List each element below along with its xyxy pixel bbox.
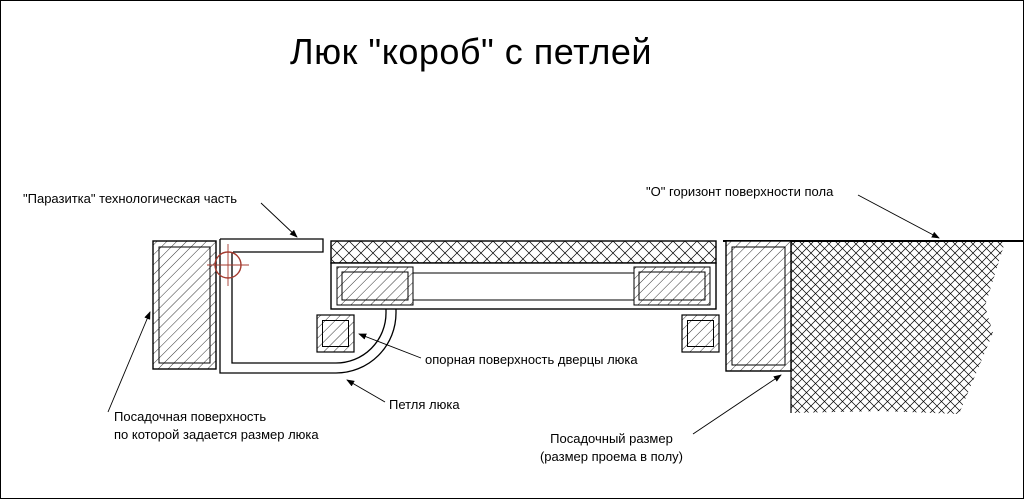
leader-seating-surface bbox=[107, 311, 151, 413]
left-frame-section bbox=[152, 240, 217, 370]
floor-slab-section bbox=[790, 241, 1005, 414]
hinge-pivot-marker bbox=[207, 244, 249, 286]
label-seating-surface-line1: Посадочная поверхность bbox=[114, 409, 267, 424]
left-support-pad bbox=[316, 314, 355, 353]
right-frame-section bbox=[725, 240, 792, 372]
drawing-title: Люк "короб" с петлей bbox=[290, 31, 652, 72]
leader-lines bbox=[107, 194, 940, 435]
label-seating-size-line1: Посадочный размер bbox=[550, 431, 673, 446]
leader-parasite-part bbox=[260, 202, 298, 238]
label-door-support-surface: опорная поверхность дверцы люка bbox=[425, 352, 638, 367]
right-support-pad bbox=[681, 314, 720, 353]
label-seating-size-line2: (размер проема в полу) bbox=[539, 449, 684, 464]
parasite-plate bbox=[220, 238, 324, 253]
parasite-part-and-hinge-strap bbox=[219, 238, 397, 374]
hinge-strap-inner bbox=[231, 252, 387, 364]
label-seating-size: Посадочный размер (размер проема в полу) bbox=[519, 430, 704, 466]
leader-door-support-surface bbox=[358, 333, 422, 359]
label-parasite-part: "Паразитка" технологическая часть bbox=[23, 191, 238, 206]
leader-floor-horizon bbox=[857, 194, 940, 239]
lid-right-stiffener bbox=[633, 266, 711, 306]
label-hinge: Петля люка bbox=[389, 397, 460, 412]
label-floor-horizon: "О" горизонт поверхности пола bbox=[646, 184, 834, 199]
leader-hinge bbox=[346, 379, 386, 403]
label-seating-surface: Посадочная поверхность по которой задает… bbox=[114, 408, 319, 444]
lid-top-tile-panel bbox=[330, 240, 717, 264]
hatch-lid bbox=[330, 240, 717, 310]
leader-seating-size bbox=[692, 374, 782, 435]
label-seating-surface-line2: по которой задается размер люка bbox=[114, 427, 319, 442]
hinge-strap-outer bbox=[219, 239, 397, 374]
lid-left-stiffener bbox=[336, 266, 414, 306]
